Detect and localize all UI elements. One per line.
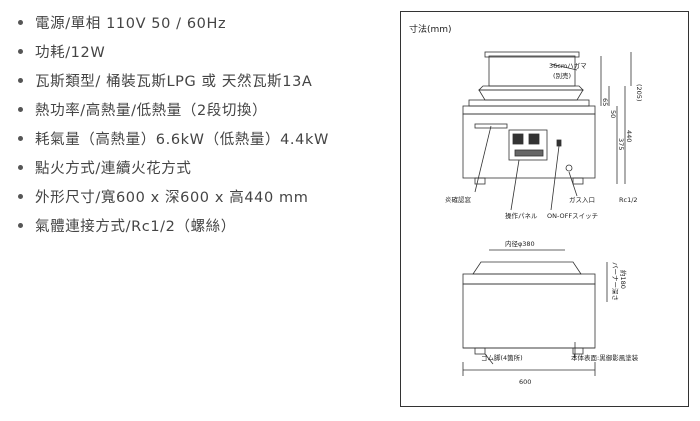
- label-dim-50: 50: [609, 110, 617, 118]
- foot-shape: [474, 177, 486, 185]
- bullet-icon: [18, 223, 23, 228]
- label-burner-depth-value: 約180: [619, 270, 628, 289]
- bullet-icon: [18, 20, 23, 25]
- panel-button: [512, 133, 524, 145]
- label-dim-440: 440: [625, 130, 633, 142]
- label-dim-65: 65: [601, 98, 609, 106]
- side-body: [462, 283, 596, 349]
- label-panel: 操作パネル: [505, 211, 538, 220]
- leader-line: [568, 171, 578, 197]
- label-pot: 36cmハガマ: [549, 61, 587, 70]
- control-panel-shape: [508, 129, 548, 161]
- bullet-icon: [18, 49, 23, 54]
- spec-text: 外形尺寸/寬600 x 深600 x 高440 mm: [35, 190, 309, 206]
- leader-line: [550, 145, 560, 211]
- spec-item-power: 電源/單相 110V 50 / 60Hz: [12, 8, 392, 37]
- label-switch: ON-OFFスイッチ: [547, 212, 598, 220]
- label-gas-inlet: ガス入口: [569, 195, 595, 204]
- flame-window-shape: [474, 123, 508, 129]
- label-feet: ゴム脚(4箇所): [481, 353, 523, 362]
- foot-shape: [572, 177, 584, 185]
- side-grate: [472, 261, 582, 275]
- spec-text: 氣體連接方式/Rc1/2（螺絲）: [35, 219, 236, 235]
- panel-button: [528, 133, 540, 145]
- side-top-rim: [462, 273, 596, 285]
- side-view: [462, 249, 608, 376]
- label-width-600: 600: [519, 378, 531, 386]
- spec-text: 瓦斯類型/ 桶裝瓦斯LPG 或 天然瓦斯13A: [35, 74, 313, 90]
- dimension-drawing-svg: 寸法(mm): [409, 23, 643, 386]
- side-foot: [572, 347, 584, 355]
- spec-text: 電源/單相 110V 50 / 60Hz: [35, 16, 227, 32]
- top-rim: [462, 105, 596, 115]
- burner-grate: [478, 89, 584, 101]
- label-dim-205: (205): [635, 84, 643, 101]
- switch-shape: [556, 139, 562, 147]
- label-flame-check: 炎確認窓: [445, 195, 472, 204]
- pot-shape: [488, 55, 576, 87]
- side-foot: [474, 347, 486, 355]
- spec-item-ignition: 點火方式/連續火花方式: [12, 153, 392, 182]
- spec-item-heat-power: 熱功率/高熱量/低熱量（2段切換）: [12, 95, 392, 124]
- spec-item-consumption: 功耗/12W: [12, 37, 392, 66]
- dimension-drawing: 寸法(mm): [400, 11, 689, 407]
- drawing-title: 寸法(mm): [409, 23, 452, 35]
- bullet-icon: [18, 165, 23, 170]
- burner-ring: [478, 85, 584, 91]
- front-view: [462, 51, 632, 211]
- bullet-icon: [18, 194, 23, 199]
- leader-line: [550, 63, 578, 71]
- bullet-icon: [18, 107, 23, 112]
- top-plate: [468, 99, 590, 107]
- leader-line: [474, 125, 492, 193]
- gas-inlet-shape: [565, 164, 573, 172]
- spec-text: 耗氣量（高熱量）6.6kW（低熱量）4.4kW: [35, 132, 329, 148]
- spec-text: 熱功率/高熱量/低熱量（2段切換）: [35, 103, 268, 119]
- bullet-icon: [18, 78, 23, 83]
- pot-lid: [484, 51, 580, 58]
- spec-item-gas-type: 瓦斯類型/ 桶裝瓦斯LPG 或 天然瓦斯13A: [12, 66, 392, 95]
- spec-item-connection: 氣體連接方式/Rc1/2（螺絲）: [12, 211, 392, 240]
- panel-display: [514, 149, 544, 157]
- spec-item-dimensions: 外形尺寸/寬600 x 深600 x 高440 mm: [12, 182, 392, 211]
- label-pot-sub: (別売): [553, 71, 571, 80]
- body-shape: [462, 113, 596, 179]
- label-burner-depth: バーナー深さ: [611, 262, 620, 301]
- bullet-icon: [18, 136, 23, 141]
- leader-line: [510, 159, 520, 211]
- leader-line: [484, 353, 494, 365]
- spec-list: 電源/單相 110V 50 / 60Hz 功耗/12W 瓦斯類型/ 桶裝瓦斯LP…: [12, 8, 392, 240]
- label-body-finish: 本体表面:黒御影風塗装: [571, 353, 639, 362]
- label-inner-diameter: 内径φ380: [505, 239, 535, 248]
- spec-item-gas-usage: 耗氣量（高熱量）6.6kW（低熱量）4.4kW: [12, 124, 392, 153]
- spec-text: 點火方式/連續火花方式: [35, 161, 192, 177]
- spec-text: 功耗/12W: [35, 45, 106, 61]
- label-dim-375: 375: [617, 138, 625, 150]
- label-gas-inlet-size: Rc1/2: [619, 196, 638, 204]
